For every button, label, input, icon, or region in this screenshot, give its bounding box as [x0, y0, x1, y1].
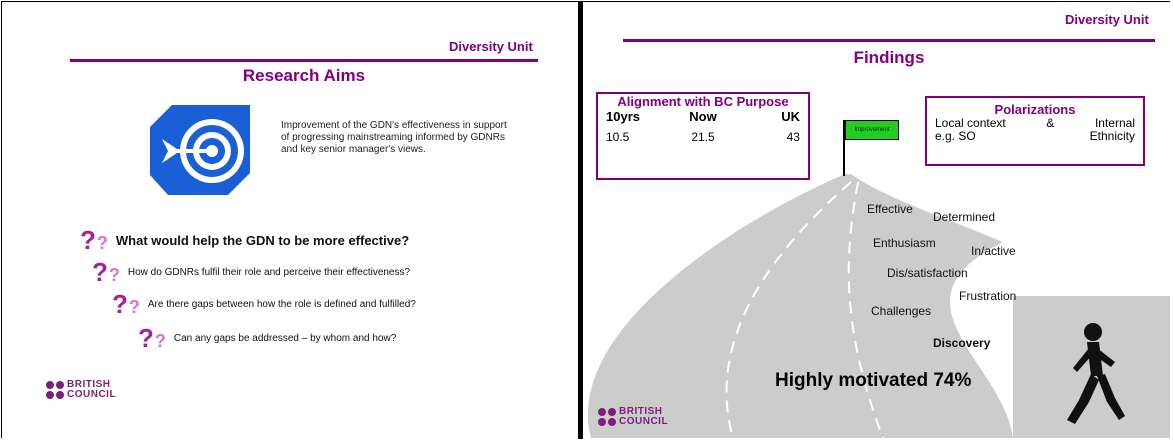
polarizations-row: Local context & Internal — [935, 116, 1135, 130]
road-word: Frustration — [959, 289, 1017, 303]
question-mark-icon: ?? — [138, 323, 166, 353]
target-icon — [150, 105, 250, 195]
road-word: Enthusiasm — [873, 236, 936, 250]
slide-title: Research Aims — [242, 66, 366, 85]
question-mark-icon: ?? — [92, 257, 120, 287]
motivated-text: Highly motivated 74% — [775, 370, 972, 391]
polarizations-box: Polarizations Local context & Internal e… — [925, 96, 1145, 166]
question-mark-icon: ?? — [80, 225, 108, 255]
question-row: ?? How do GDNRs fulfil their role and pe… — [92, 257, 411, 287]
polarizations-row: e.g. SO Ethnicity — [935, 129, 1135, 143]
unit-label: Diversity Unit — [449, 39, 533, 54]
logo-text: BRITISH COUNCIL — [619, 406, 669, 427]
alignment-value: 21.5 — [691, 130, 715, 144]
alignment-header: 10yrs — [606, 109, 640, 124]
alignment-table: 10yrs Now UK 10.5 21.5 43 — [598, 109, 808, 144]
walking-person-icon — [1067, 323, 1125, 424]
road-word: In/active — [971, 244, 1016, 258]
alignment-header: Now — [689, 109, 717, 124]
question-text: Can any gaps be addressed – by whom and … — [173, 332, 397, 344]
road-word: Discovery — [933, 336, 991, 350]
polarizations-title: Polarizations — [994, 102, 1076, 117]
question-text: Are there gaps between how the role is d… — [147, 298, 416, 310]
british-council-logo: BRITISH COUNCIL — [46, 380, 116, 400]
slide-research-aims: Diversity Unit Research Aims Improvement… — [2, 2, 578, 438]
slide-findings: Diversity Unit Findings Improvement Alig… — [583, 2, 1170, 438]
alignment-value: 43 — [786, 130, 800, 144]
british-council-logo: BRITISH COUNCIL — [598, 407, 668, 427]
logo-dots-icon — [598, 408, 616, 426]
question-row: ?? Are there gaps between how the role i… — [112, 289, 416, 319]
alignment-box: Alignment with BC Purpose 10yrs Now UK 1… — [596, 92, 810, 180]
slide-divider — [578, 1, 583, 439]
question-text: How do GDNRs fulfil their role and perce… — [127, 266, 411, 278]
title-rule — [70, 59, 538, 62]
logo-text: BRITISH COUNCIL — [67, 379, 117, 400]
improvement-flag: Improvement — [845, 120, 899, 140]
question-row: ?? Can any gaps be addressed – by whom a… — [138, 323, 397, 353]
road-word: Determined — [933, 210, 996, 224]
question-text: What would help the GDN to be more effec… — [115, 232, 410, 248]
alignment-title: Alignment with BC Purpose — [617, 94, 789, 109]
slide-title: Findings — [853, 48, 925, 67]
question-row: ?? What would help the GDN to be more ef… — [80, 225, 410, 255]
alignment-value: 10.5 — [606, 130, 630, 144]
road-word: Challenges — [871, 304, 932, 318]
title-rule — [623, 39, 1155, 42]
question-mark-icon: ?? — [112, 289, 140, 319]
unit-label: Diversity Unit — [1065, 12, 1149, 27]
road-word: Effective — [867, 202, 913, 216]
road-word: Dis/satisfaction — [887, 266, 968, 280]
alignment-header: UK — [781, 109, 800, 124]
aims-text: Improvement of the GDN's effectiveness i… — [281, 120, 507, 155]
logo-dots-icon — [46, 381, 64, 399]
